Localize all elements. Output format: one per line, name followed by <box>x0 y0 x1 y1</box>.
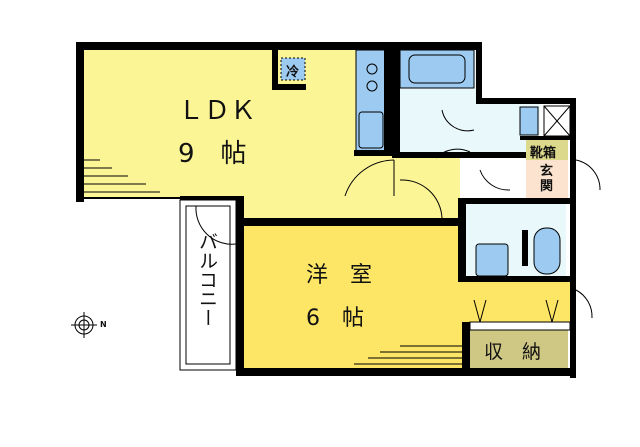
ldk-size: 9 帖 <box>178 139 247 169</box>
storage-label: 収 納 <box>484 341 542 363</box>
ldk-name: ＬＤＫ <box>178 96 257 126</box>
western-name: 洋 室 <box>306 263 373 288</box>
balcony-label: バルコニー <box>196 232 218 327</box>
entrance-floor <box>526 160 568 198</box>
compass-icon <box>71 312 97 338</box>
storage-floor <box>468 330 568 372</box>
fridge <box>280 57 306 81</box>
western-floor <box>244 222 466 372</box>
sink <box>475 243 509 277</box>
shoe-box-label: 靴箱 <box>530 146 557 161</box>
shoe-box <box>526 140 568 160</box>
compass-north-label: N <box>100 320 107 329</box>
fridge-label: 冷 <box>286 65 300 80</box>
entrance-label: 玄 関 <box>540 164 554 194</box>
toilet <box>533 227 561 275</box>
washbasin <box>519 106 539 136</box>
western-size: 6 帖 <box>306 306 364 331</box>
